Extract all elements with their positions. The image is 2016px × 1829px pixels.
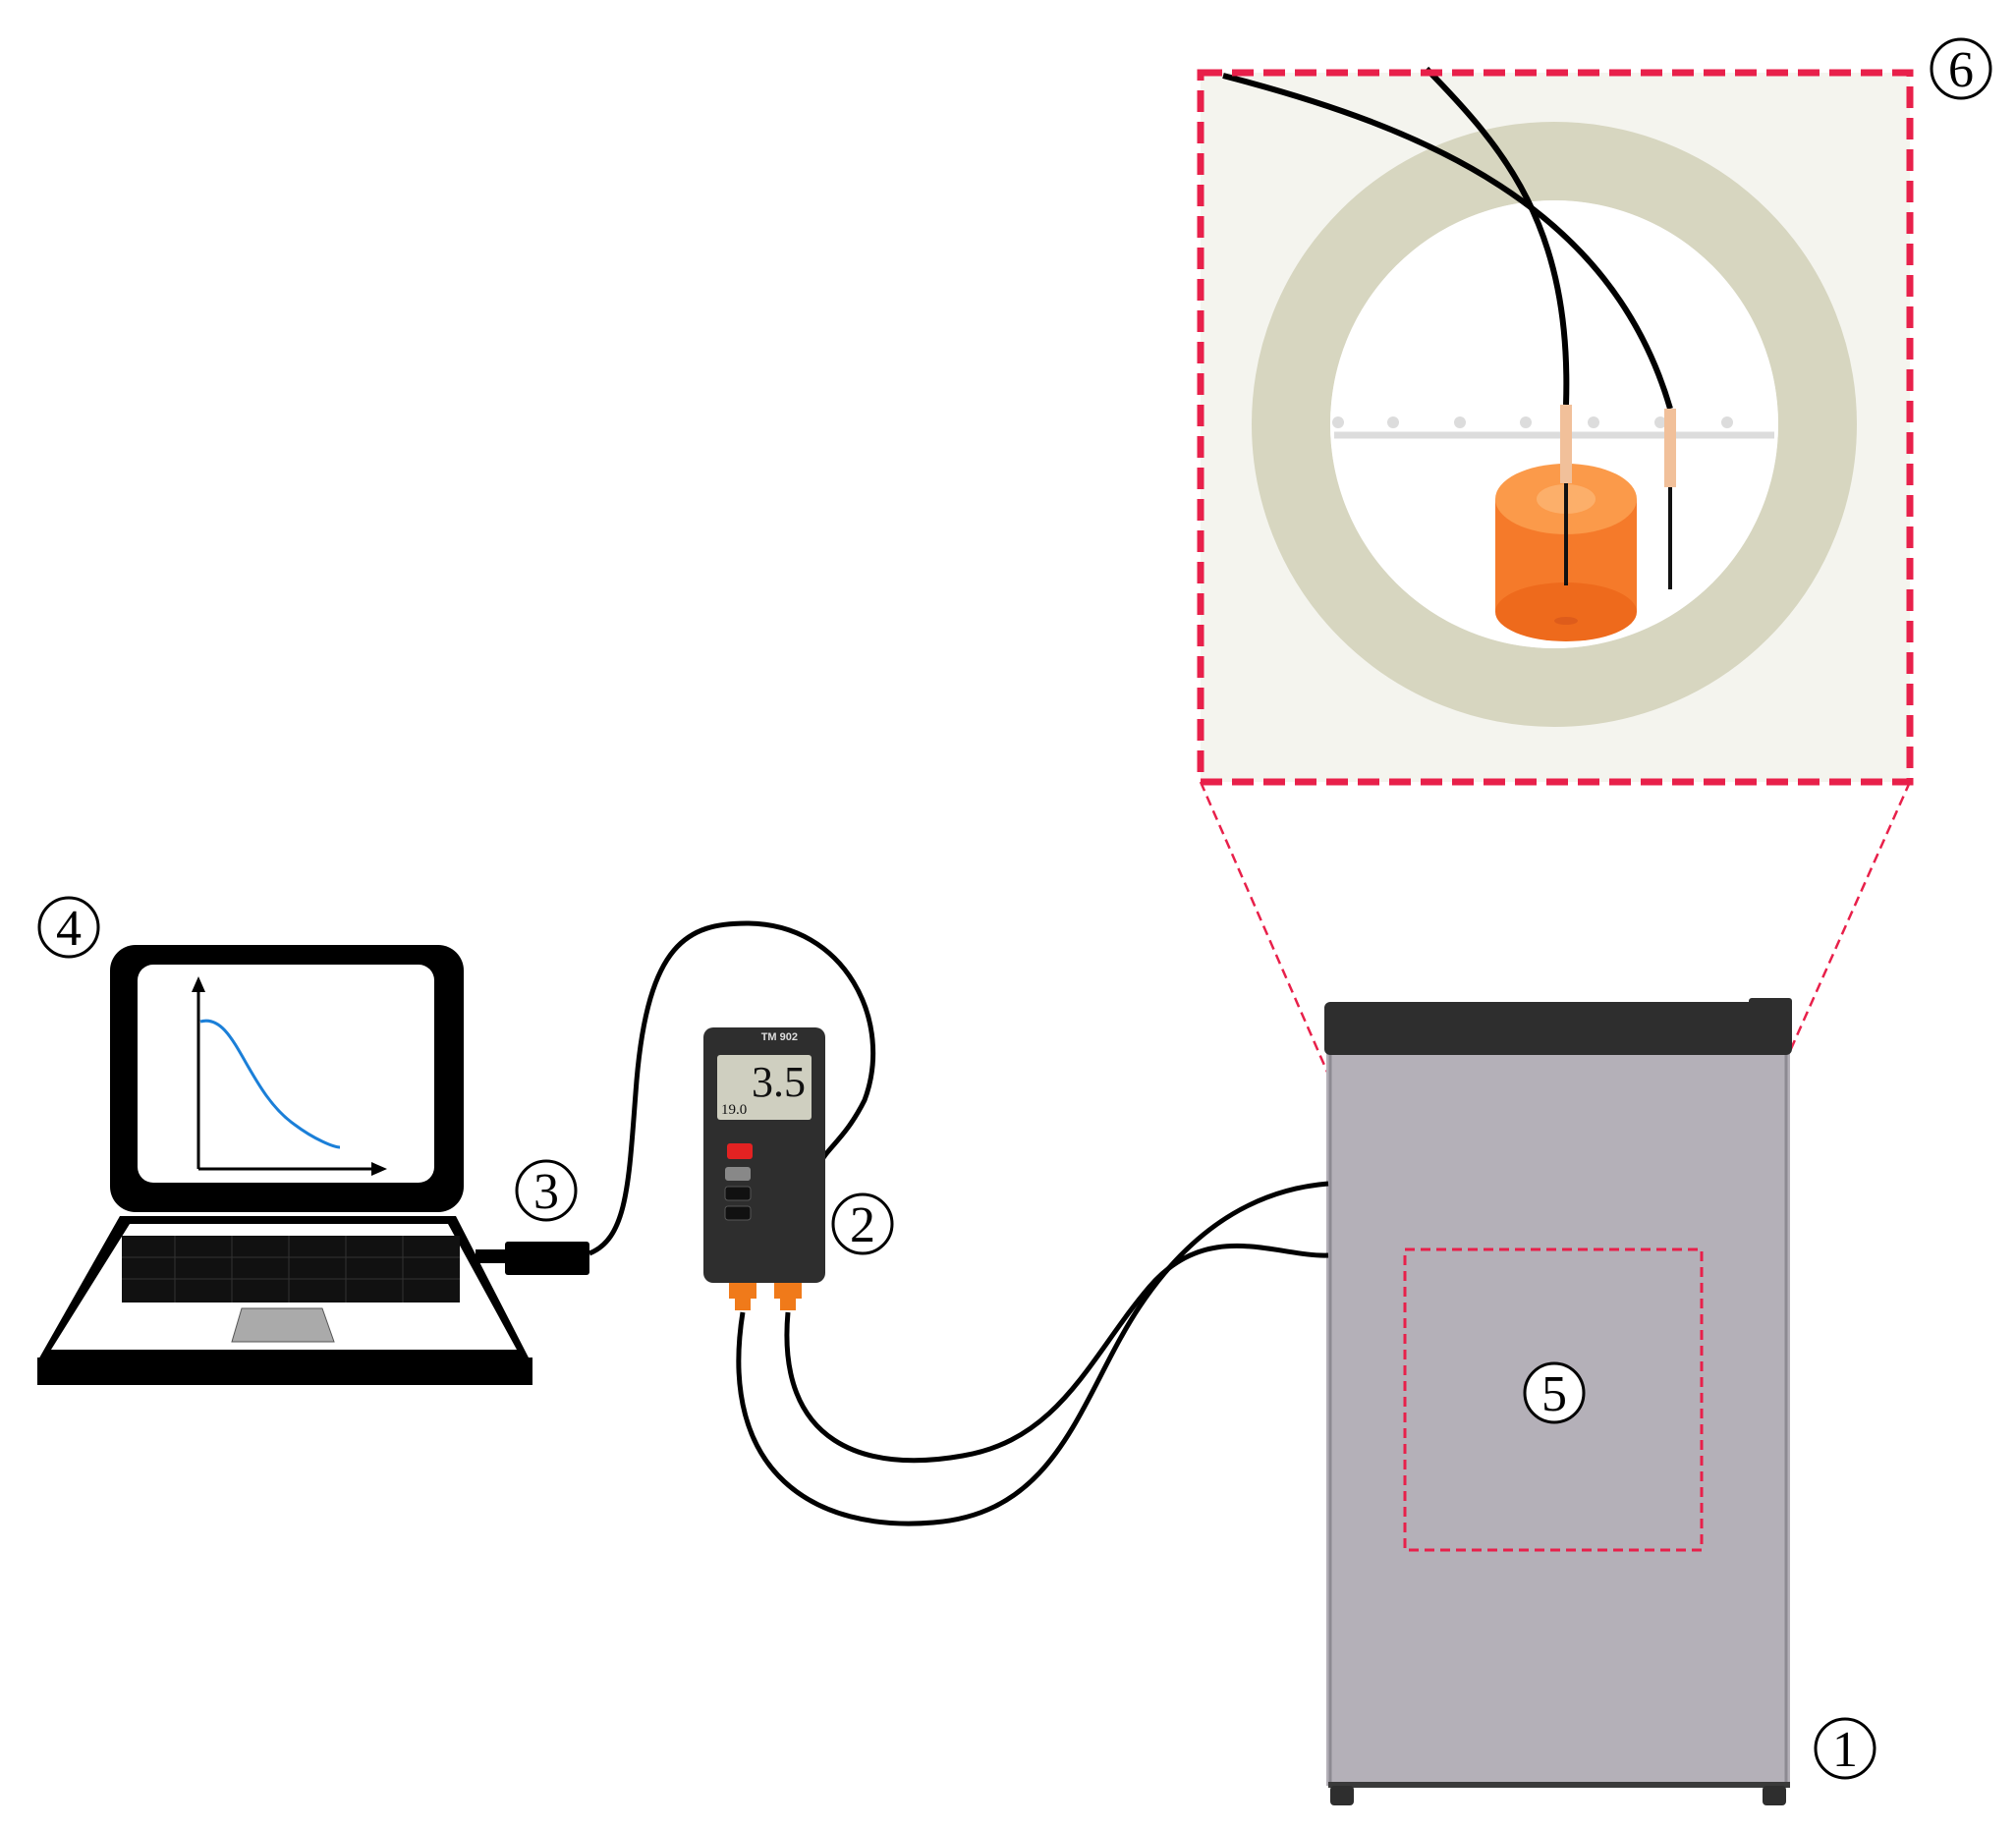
probe-cable-2 [784,1243,1329,1464]
laptop-touchpad [231,1307,335,1343]
lcd-secondary-reading: 19.0 [721,1102,747,1118]
thermocouple-probe-icon [1560,405,1572,585]
probe-wire-ambient [1222,73,1673,410]
laptop-screen [138,965,434,1183]
mode-button[interactable] [725,1167,751,1181]
callout-usb-adapter: 3 [515,1159,578,1222]
label-6: 6 [1948,42,1974,98]
thermocouple-probe-icon [1664,409,1676,589]
label-5: 5 [1541,1366,1567,1422]
callout-zoom-view: 6 [1930,37,1992,100]
usb-adapter-icon [476,1242,589,1275]
container-inner [1330,200,1778,648]
thermometer-model: TM 902 [761,1031,798,1043]
fridge-top [1324,1002,1792,1055]
label-3: 3 [533,1164,559,1220]
probe-connectors [729,1283,802,1310]
callout-thermometer: 2 [831,1192,894,1255]
usb-cable [588,920,875,1256]
zoom-view [1197,66,1914,786]
thermometer-lcd [717,1055,812,1120]
lcd-main-reading: 3.5 [752,1058,806,1106]
probe-area-box [1403,1247,1704,1552]
cooling-curve-icon [192,976,387,1176]
fridge-foot [1330,1786,1354,1805]
zoom-border [1197,69,1914,786]
thermometer-device-icon: TM 902 3.5 19.0 [703,1027,825,1310]
shelf-pegs [1332,416,1733,428]
label-2: 2 [850,1197,875,1253]
callout-laptop: 4 [37,896,100,959]
power-button[interactable] [727,1143,753,1159]
unit-button[interactable] [724,1205,752,1221]
label-4: 4 [56,901,82,957]
container-ring [1252,122,1857,727]
fridge-foot [1763,1786,1786,1805]
label-1: 1 [1832,1722,1858,1778]
cables [588,920,1329,1526]
probe-wire-sample [1424,66,1570,406]
laptop-icon [37,945,532,1385]
callout-probe-area: 5 [1523,1361,1586,1424]
laptop-keyboard [122,1236,460,1302]
hold-button[interactable] [724,1186,752,1201]
callout-fridge: 1 [1814,1717,1876,1780]
probe-cable-1 [736,1181,1329,1526]
